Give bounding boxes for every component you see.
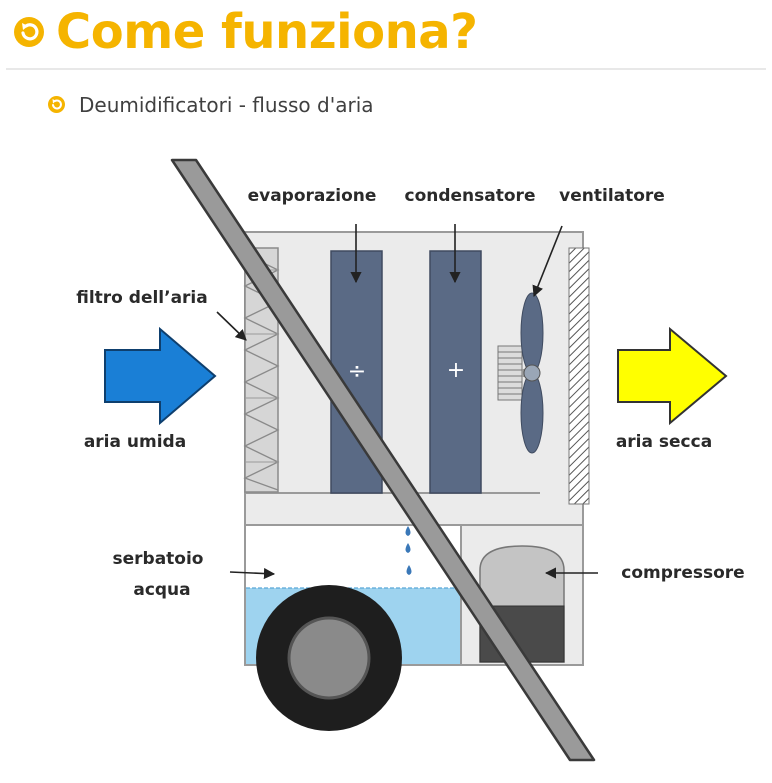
label-evaporazione: evaporazione	[248, 186, 377, 206]
label-aria-secca: aria secca	[616, 432, 712, 452]
inlet-arrow	[104, 326, 217, 426]
label-serbatoio: serbatoio	[113, 549, 204, 569]
label-filtro: filtro dell’aria	[76, 288, 208, 308]
header: Come funziona?	[0, 0, 772, 70]
label-condensatore: condensatore	[405, 186, 536, 206]
label-ventilatore: ventilatore	[559, 186, 665, 206]
evaporator-sign: ÷	[348, 359, 366, 384]
label-acqua: acqua	[133, 580, 190, 600]
condenser-coil	[429, 250, 482, 494]
water-drops	[405, 526, 412, 575]
circular-arrow-icon	[14, 17, 44, 47]
label-compressore: compressore	[621, 563, 744, 583]
pointer-filtro	[216, 311, 247, 341]
outlet-grille	[568, 247, 590, 505]
page-title: Come funziona?	[56, 4, 478, 60]
diagonal-hose	[170, 158, 596, 762]
subtitle: Deumidificatori - flusso d'aria	[79, 93, 374, 117]
circular-arrow-icon	[48, 96, 65, 113]
header-divider	[6, 68, 766, 70]
pointer-ventilatore	[532, 225, 563, 298]
fan	[497, 292, 544, 454]
condenser-sign: +	[447, 358, 465, 383]
pointer-serbatoio	[229, 567, 276, 580]
wheel	[256, 585, 402, 731]
outlet-arrow	[617, 326, 728, 426]
label-aria-umida: aria umida	[84, 432, 186, 452]
